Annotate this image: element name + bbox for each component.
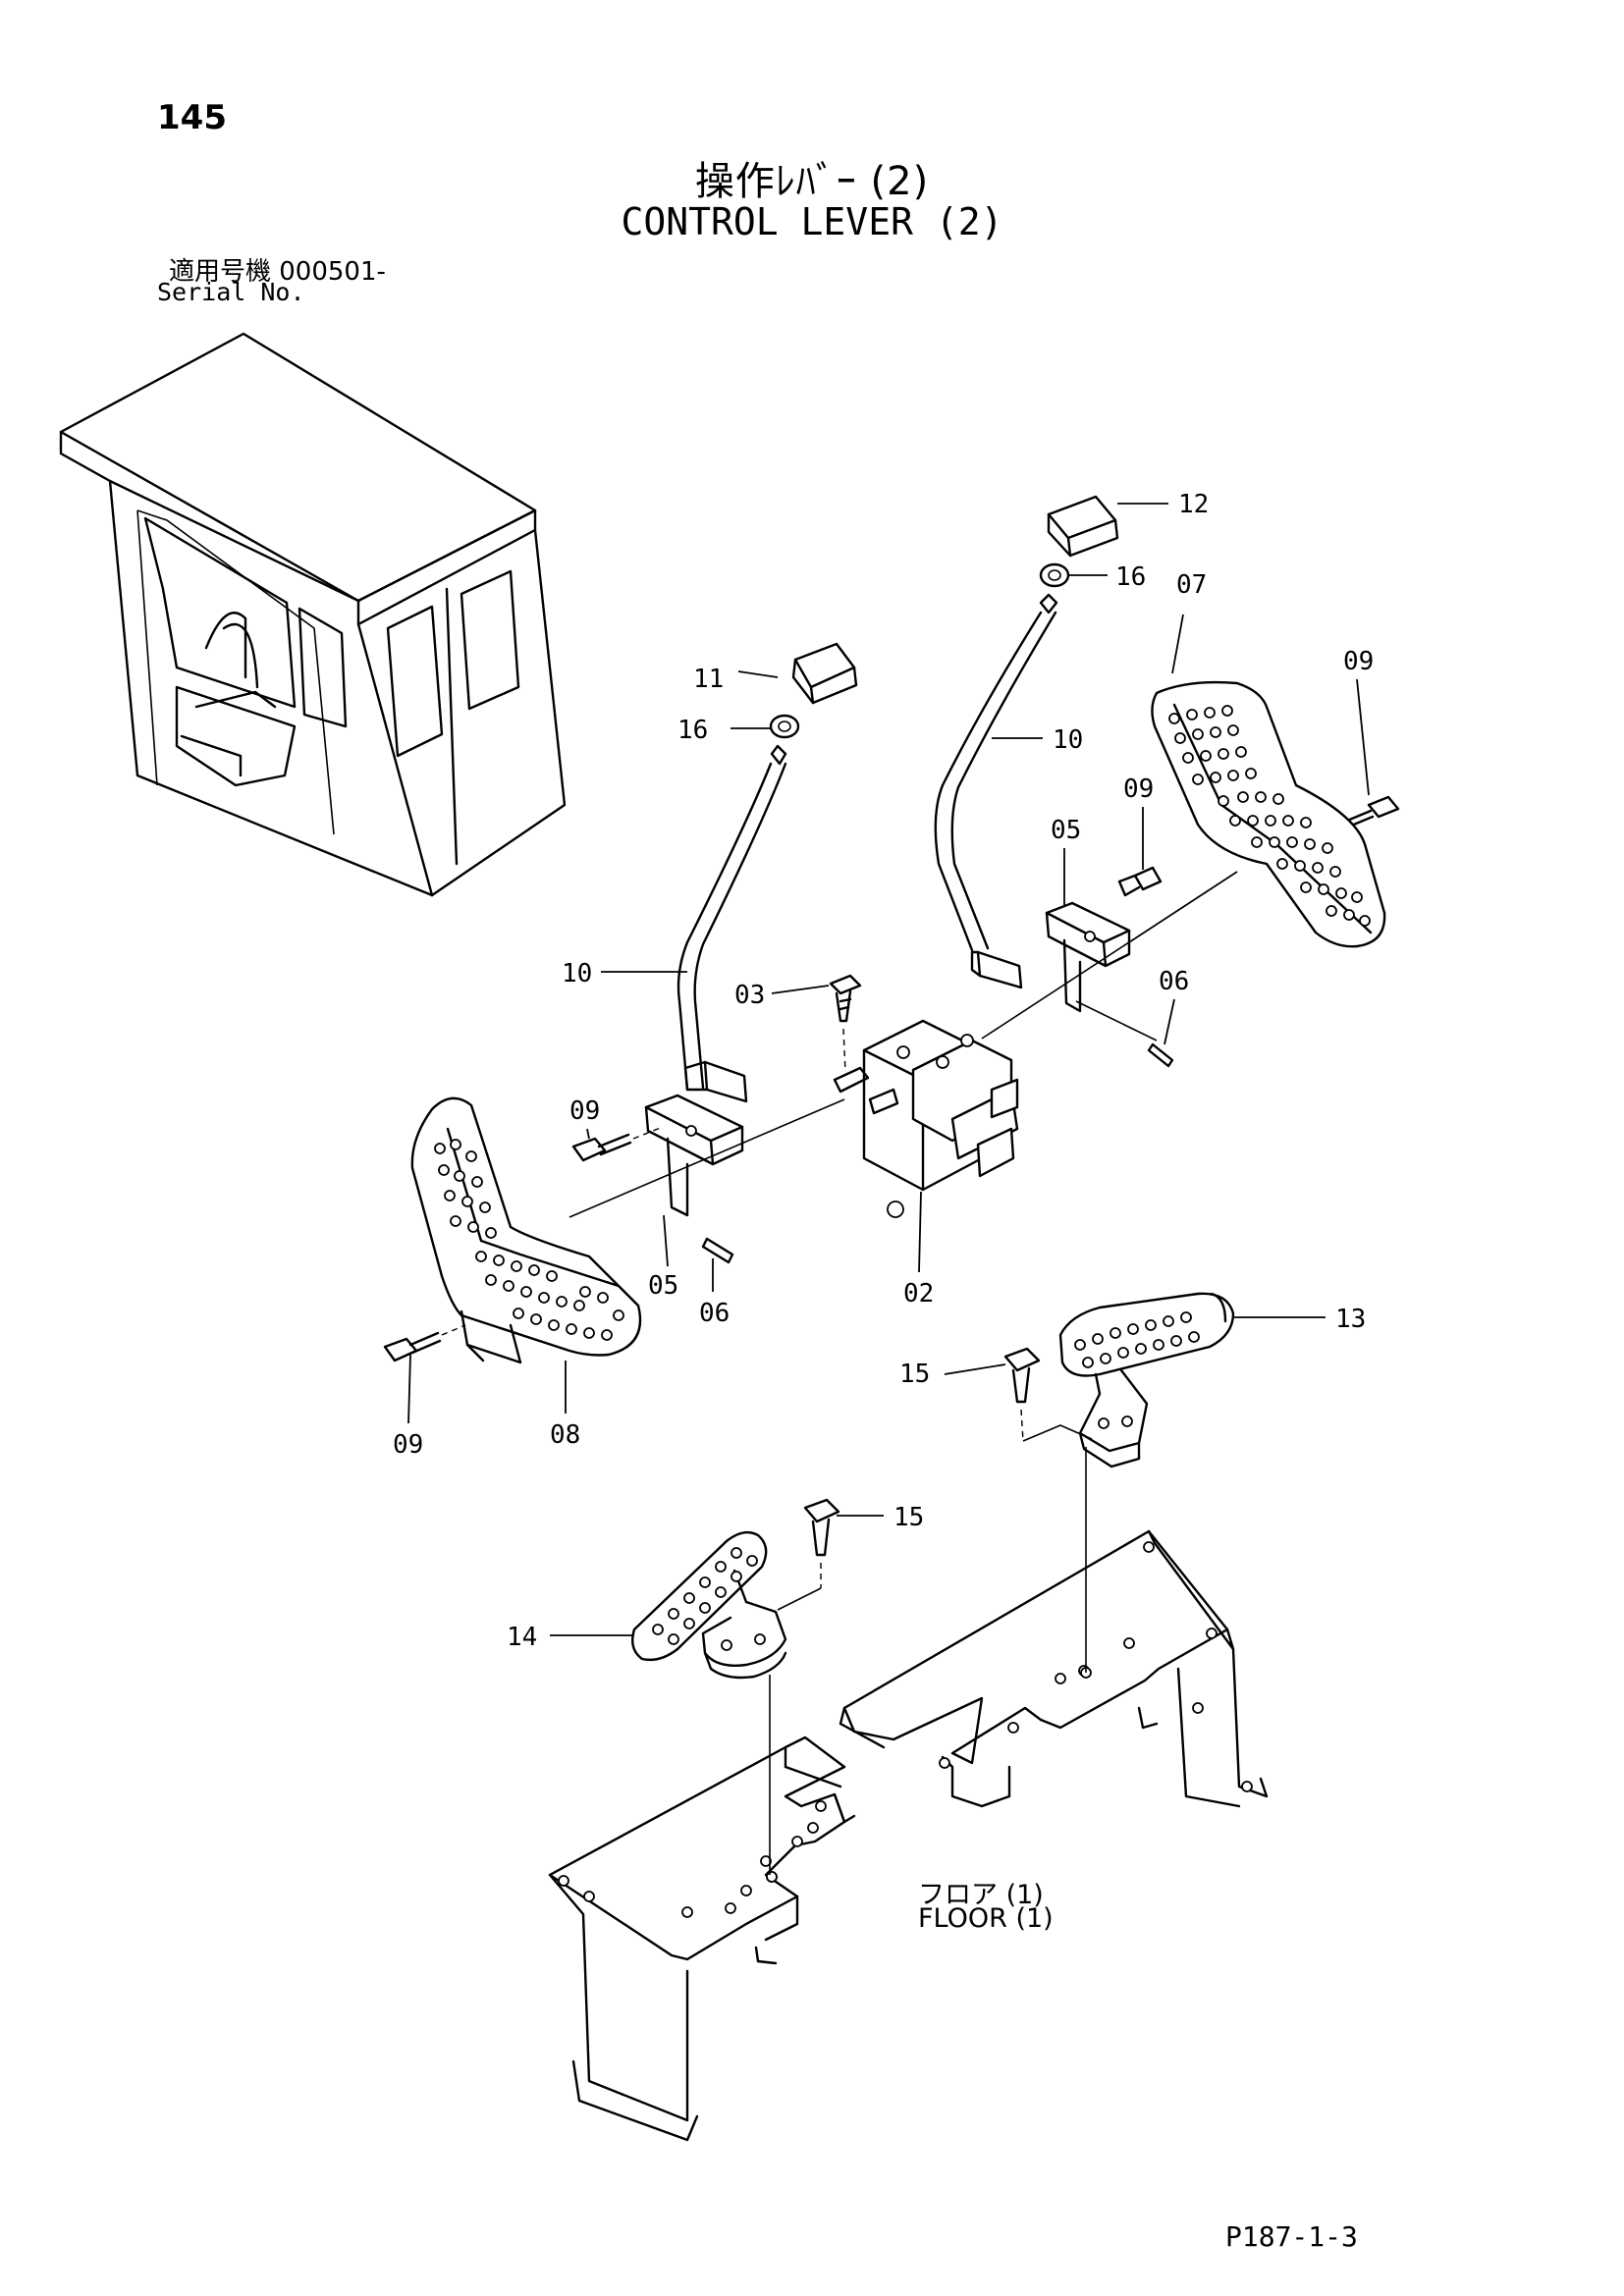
- pilot-valve-02: [829, 974, 1019, 1218]
- left-lever-assembly: [677, 642, 858, 1103]
- callout-16-right: 16: [1115, 562, 1146, 592]
- serial-number-label: Serial No.: [157, 278, 305, 306]
- pedal-14: [631, 1498, 840, 1680]
- pedal-13: [1003, 1292, 1235, 1468]
- left-knob-11: [793, 642, 856, 689]
- left-pedal-tread-holes: [434, 1139, 624, 1341]
- serial-range-label: 適用号機 000501-: [169, 257, 386, 287]
- assembly-axis-lines: [568, 871, 1238, 1218]
- callout-11: 11: [693, 665, 724, 694]
- page-number: 145: [157, 98, 227, 137]
- left-nut-16: [769, 714, 800, 739]
- page-title: CONTROL LEVER (2): [621, 200, 1003, 243]
- callout-09-bracket-right: 09: [1123, 774, 1154, 804]
- right-lever-assembly: [934, 495, 1119, 989]
- page-code: P187-1-3: [1225, 2220, 1358, 2253]
- callout-15-upper: 15: [899, 1360, 930, 1389]
- callout-10-right: 10: [1053, 725, 1083, 755]
- right-knob-12: [1047, 495, 1117, 540]
- right-pin-06: [1147, 1042, 1174, 1068]
- callout-08: 08: [550, 1420, 580, 1450]
- callout-14: 14: [507, 1623, 537, 1652]
- left-floor-plate: [548, 1675, 856, 2142]
- left-bracket-05: [644, 1094, 744, 1264]
- callout-09-pedal-left: 09: [393, 1430, 423, 1460]
- callout-03: 03: [734, 981, 765, 1010]
- callout-06-left: 06: [699, 1299, 730, 1328]
- pedal-13-tread-holes: [1074, 1311, 1200, 1368]
- callout-12: 12: [1178, 490, 1209, 519]
- left-pedal-08: [410, 1096, 642, 1364]
- floor-label-japanese: フロア (1): [918, 1880, 1044, 1910]
- right-floor-plate: [839, 1447, 1269, 1808]
- cab-overview-illustration: [59, 332, 567, 897]
- left-pin-06: [701, 1237, 734, 1264]
- callout-leader-lines: [407, 503, 1370, 1636]
- right-pedal-07: [1151, 680, 1386, 948]
- callout-05-left: 05: [648, 1271, 678, 1301]
- callout-13: 13: [1335, 1305, 1366, 1334]
- callout-07: 07: [1176, 570, 1207, 600]
- right-bracket-05: [1045, 901, 1174, 1068]
- pedal-14-tread-holes: [652, 1547, 758, 1645]
- callout-09-pedal-right: 09: [1343, 647, 1374, 676]
- callout-15-lower: 15: [893, 1503, 924, 1532]
- callout-09-bracket-left: 09: [569, 1096, 600, 1126]
- callout-06-right: 06: [1159, 967, 1189, 996]
- page-title-japanese: 操作ﾚﾊﾞｰ (2): [694, 159, 930, 204]
- floor-label: FLOOR (1): [918, 1903, 1054, 1934]
- right-pedal-tread-holes: [1168, 705, 1371, 927]
- callout-16-left: 16: [677, 716, 708, 745]
- bolts-09: [383, 795, 1400, 1362]
- callout-labels: 12 16 07 09 11 16 10 09 05 10 06 03 09 0…: [393, 490, 1374, 1652]
- callout-02: 02: [903, 1279, 934, 1308]
- right-nut-16: [1039, 562, 1070, 588]
- callout-05-right: 05: [1051, 816, 1081, 845]
- callout-10-left: 10: [562, 959, 592, 988]
